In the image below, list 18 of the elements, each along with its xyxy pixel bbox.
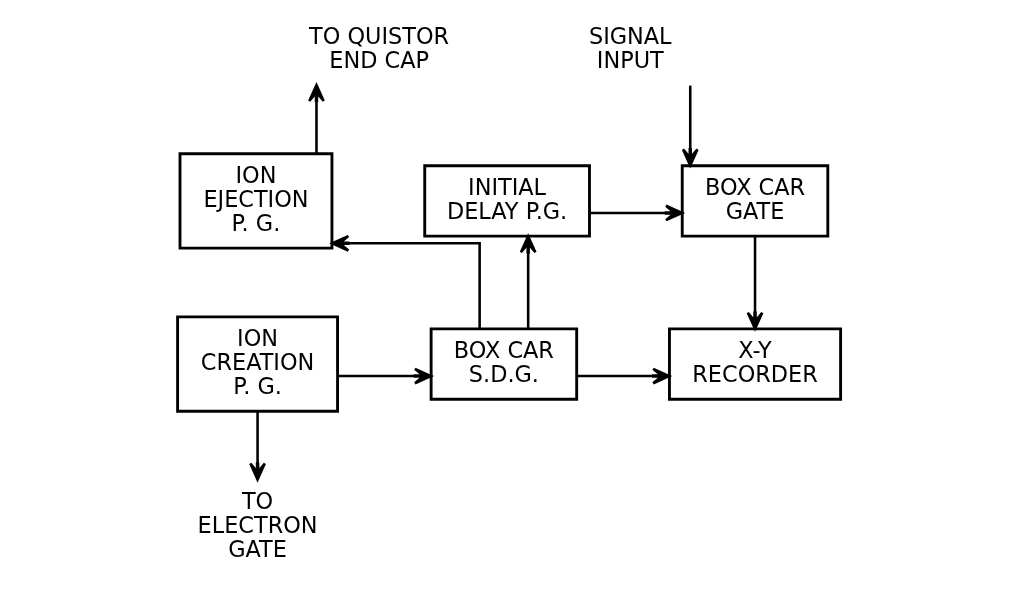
node-box: BOX CAR GATE [680, 164, 829, 238]
arrow [248, 411, 266, 481]
node-box: X-Y RECORDER [667, 327, 842, 401]
node-box: ION CREATION P. G. [175, 315, 339, 413]
arrow [337, 367, 432, 385]
arrow [519, 235, 537, 329]
node-box: BOX CAR S.D.G. [429, 327, 578, 401]
node-box: ION EJECTION P. G. [178, 152, 333, 250]
arrow [681, 85, 699, 167]
node-text: SIGNAL INPUT [588, 22, 672, 73]
node-text: TO ELECTRON GATE [197, 488, 318, 563]
arrow [589, 204, 683, 222]
arrow [330, 234, 481, 329]
arrow [576, 367, 670, 385]
node-box: INITIAL DELAY P.G. [422, 164, 591, 238]
arrow [746, 236, 763, 331]
node-text: TO QUISTOR END CAP [308, 22, 449, 73]
arrow [307, 83, 325, 154]
